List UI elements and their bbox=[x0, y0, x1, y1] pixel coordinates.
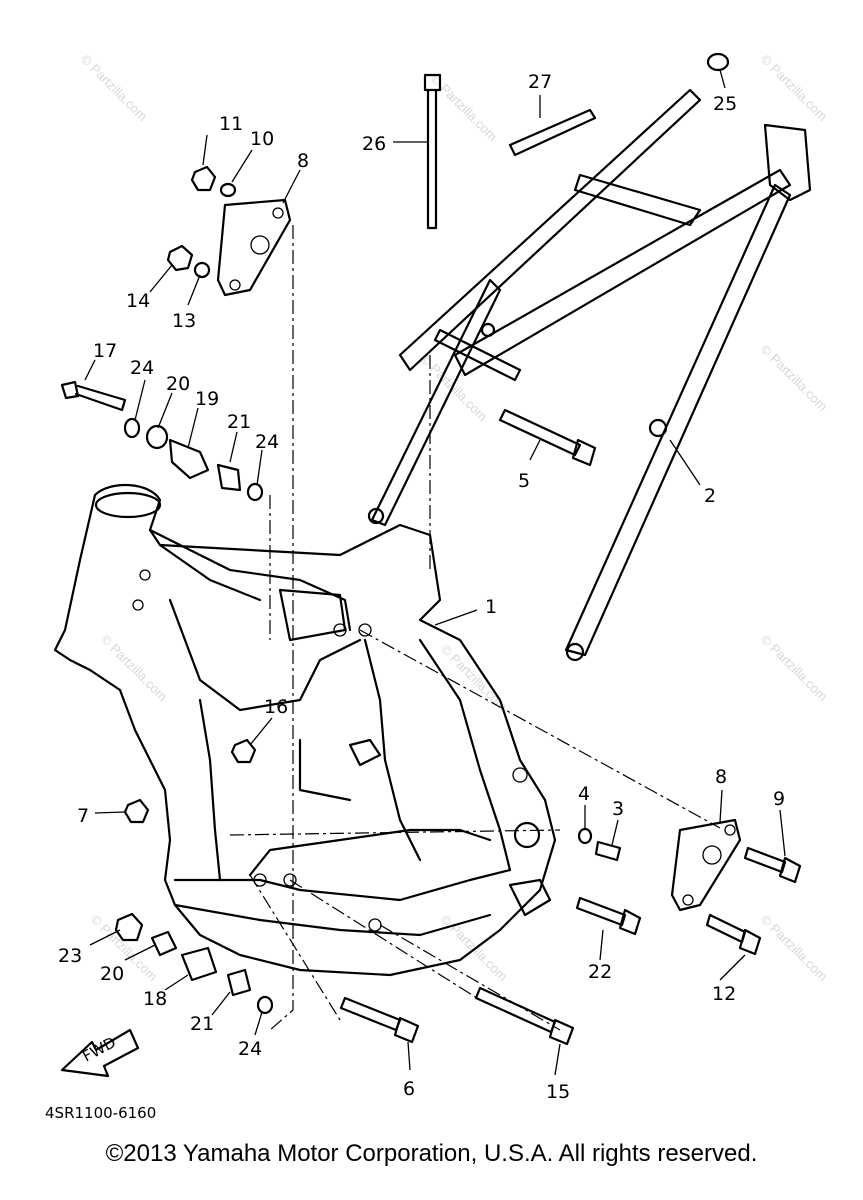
hardware bbox=[60, 52, 802, 1046]
callout-25: 25 bbox=[713, 93, 737, 115]
callout-18: 18 bbox=[143, 988, 167, 1010]
assembly-lines bbox=[229, 225, 721, 1031]
watermark-layer: © Partzilla.com © Partzilla.com © Partzi… bbox=[78, 52, 831, 985]
callout-11: 11 bbox=[219, 113, 243, 135]
watermark: © Partzilla.com bbox=[758, 632, 831, 705]
watermark: © Partzilla.com bbox=[438, 642, 511, 715]
callout-20-top: 20 bbox=[166, 373, 190, 395]
callout-7: 7 bbox=[77, 805, 89, 827]
callout-23: 23 bbox=[58, 945, 82, 967]
rear-subframe bbox=[367, 88, 812, 662]
callout-17: 17 bbox=[93, 340, 117, 362]
watermark: © Partzilla.com bbox=[98, 632, 171, 705]
callout-1: 1 bbox=[485, 596, 497, 618]
leader-lines bbox=[84, 69, 786, 1076]
callout-21-top: 21 bbox=[227, 411, 251, 433]
callout-15: 15 bbox=[546, 1081, 570, 1103]
callout-16: 16 bbox=[264, 696, 288, 718]
callout-labels: 1 2 3 4 5 6 7 8 8 9 10 11 12 13 14 15 16… bbox=[58, 71, 785, 1103]
callout-27: 27 bbox=[528, 71, 552, 93]
watermark: © Partzilla.com bbox=[438, 912, 511, 985]
watermark: © Partzilla.com bbox=[758, 52, 831, 125]
callout-12: 12 bbox=[712, 983, 736, 1005]
callout-13: 13 bbox=[172, 310, 196, 332]
callout-4: 4 bbox=[578, 783, 590, 805]
callout-26: 26 bbox=[362, 133, 386, 155]
callout-24-a: 24 bbox=[130, 357, 154, 379]
callout-14: 14 bbox=[126, 290, 150, 312]
fwd-arrow: FWD bbox=[60, 1028, 140, 1078]
watermark: © Partzilla.com bbox=[758, 342, 831, 415]
diagram-code: 4SR1100-6160 bbox=[45, 1104, 156, 1122]
callout-21-bottom: 21 bbox=[190, 1013, 214, 1035]
main-frame bbox=[53, 483, 557, 977]
callout-2: 2 bbox=[704, 485, 716, 507]
copyright-notice: ©2013 Yamaha Motor Corporation, U.S.A. A… bbox=[105, 1140, 758, 1167]
callout-6: 6 bbox=[403, 1078, 415, 1100]
callout-3: 3 bbox=[612, 798, 624, 820]
callout-22: 22 bbox=[588, 961, 612, 983]
callout-5: 5 bbox=[518, 470, 530, 492]
callout-19: 19 bbox=[195, 388, 219, 410]
callout-24-c: 24 bbox=[238, 1038, 262, 1060]
watermark: © Partzilla.com bbox=[78, 52, 151, 125]
callout-9: 9 bbox=[773, 788, 785, 810]
watermark: © Partzilla.com bbox=[758, 912, 831, 985]
callout-10: 10 bbox=[250, 128, 274, 150]
watermark: © Partzilla.com bbox=[428, 72, 501, 145]
callout-24-b: 24 bbox=[255, 431, 279, 453]
callout-8-top: 8 bbox=[297, 150, 309, 172]
callout-8-bottom: 8 bbox=[715, 766, 727, 788]
callout-20-bottom: 20 bbox=[100, 963, 124, 985]
